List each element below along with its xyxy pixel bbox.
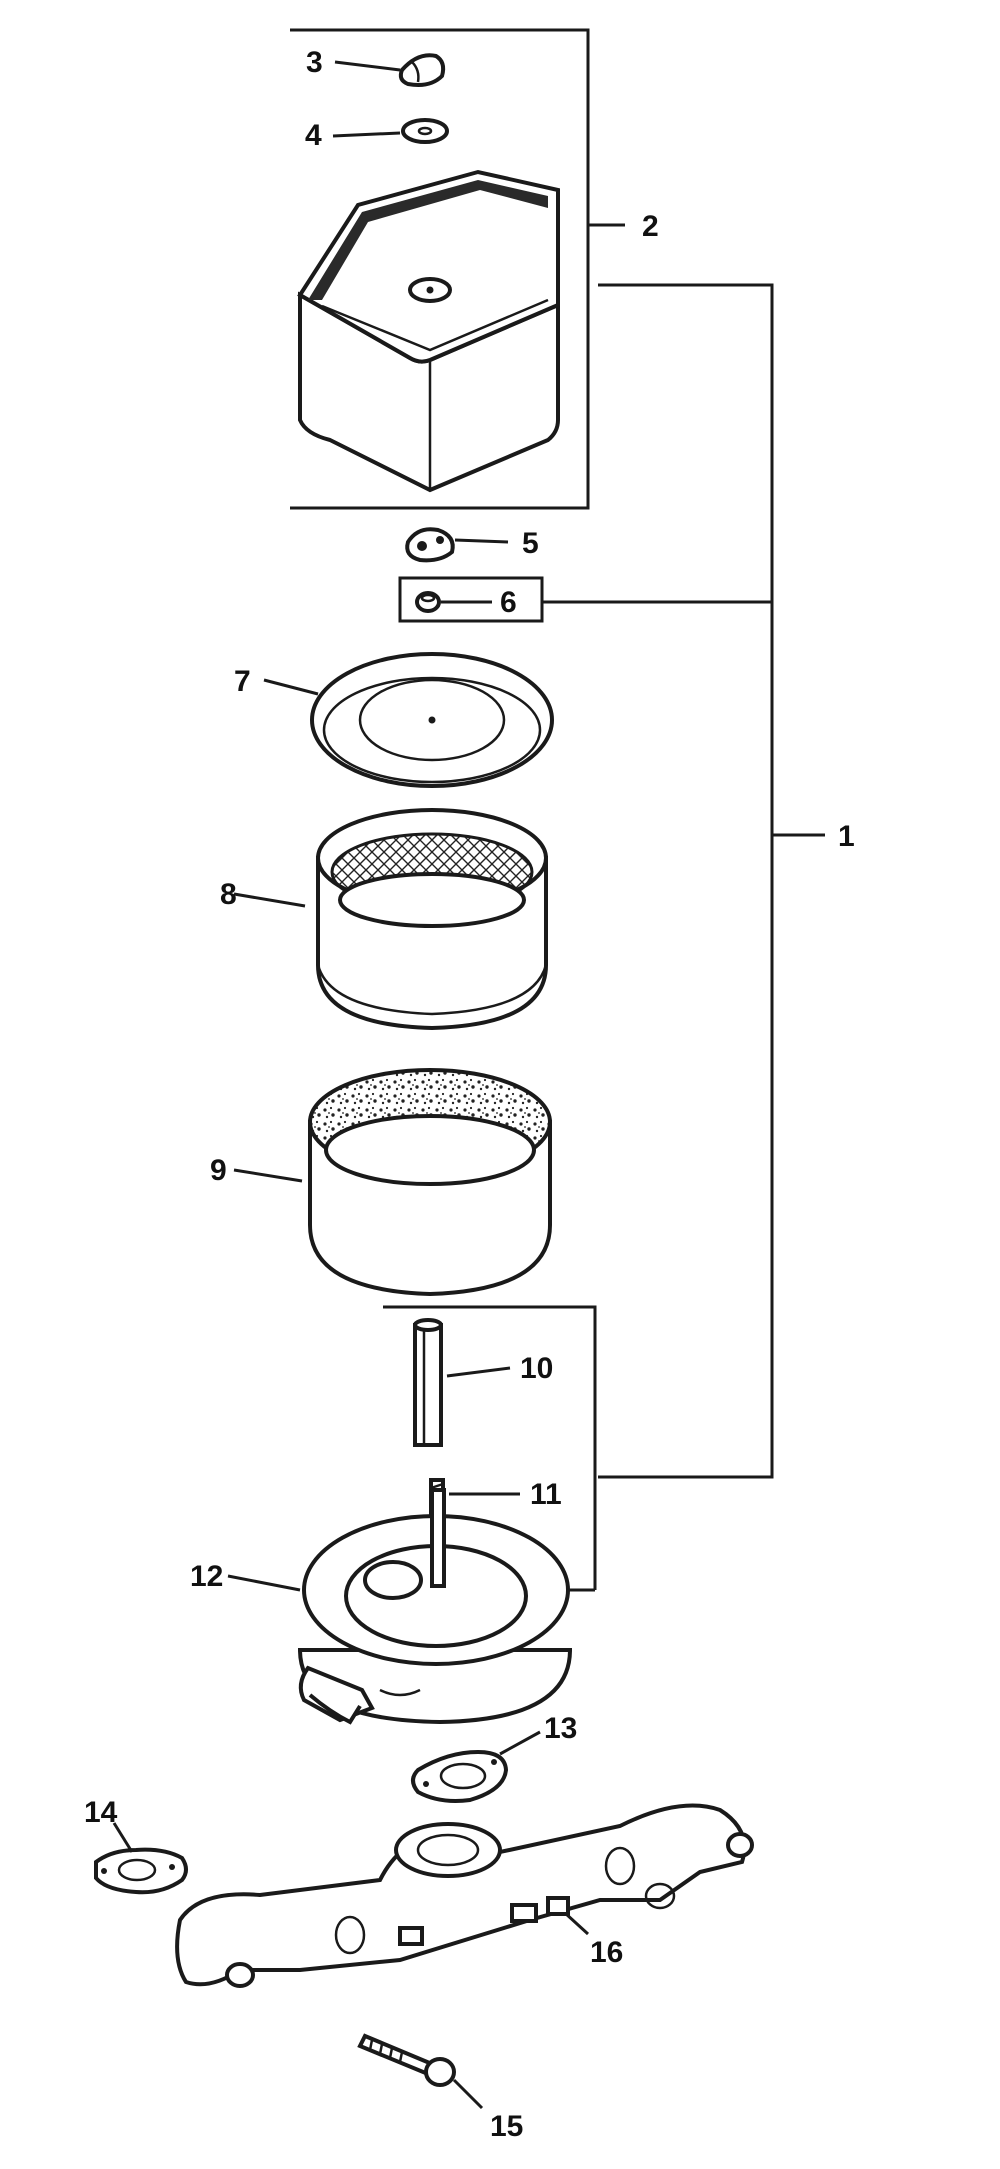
filter-top-plate-part [310, 652, 554, 788]
manifold-gasket-part [94, 1847, 188, 1895]
callout-7: 7 [234, 665, 251, 698]
mesh-filter-element-part [316, 808, 548, 1031]
foam-filter-element-part [308, 1068, 552, 1297]
tube-part [413, 1318, 443, 1447]
callout-16: 16 [590, 1936, 623, 1969]
callout-13: 13 [544, 1712, 577, 1745]
washer-part [401, 118, 449, 144]
callout-1: 1 [838, 820, 855, 853]
intake-manifold-part [175, 1803, 754, 1988]
callout-15: 15 [490, 2110, 523, 2143]
callout-11: 11 [530, 1478, 562, 1511]
callout-10: 10 [520, 1352, 553, 1385]
callout-5: 5 [522, 527, 539, 560]
air-cleaner-cover-part [297, 169, 560, 493]
callout-6: 6 [500, 586, 517, 619]
callout-14: 14 [84, 1796, 118, 1829]
retainer-nut-part [405, 527, 455, 563]
seal-fitting-part [415, 591, 441, 613]
callout-12: 12 [190, 1560, 223, 1593]
callout-2: 2 [642, 210, 659, 243]
callout-8: 8 [220, 878, 237, 911]
wing-nut-part [398, 53, 446, 87]
gasket-part [411, 1749, 509, 1803]
callout-4: 4 [305, 119, 322, 152]
bolt-part [357, 2033, 456, 2087]
callout-9: 9 [210, 1154, 227, 1187]
callout-3: 3 [306, 46, 323, 79]
base-plate-part [297, 1488, 573, 1725]
